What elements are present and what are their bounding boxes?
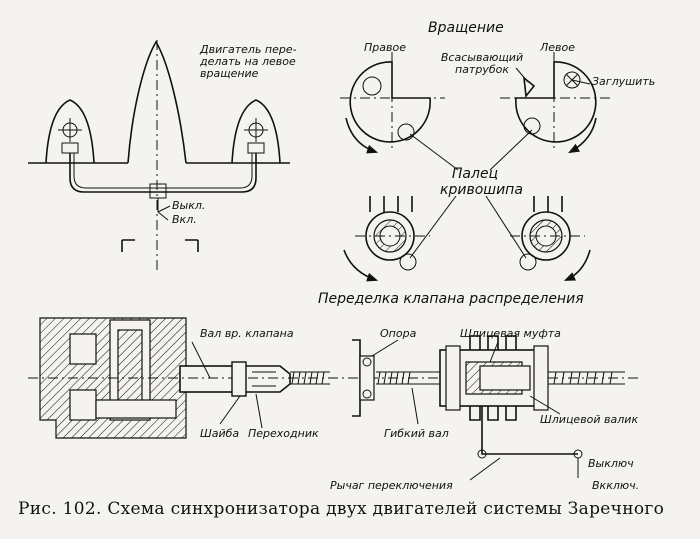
support-label: Опора [380,327,417,340]
valve-shaft-label: Вал вр. клапана [200,327,294,340]
spline-shaft-label: Шлицевой валик [540,413,639,426]
figure-caption: Рис. 102. Схема синхронизатора двух двиг… [18,499,665,519]
rotation-title: Вращение [428,20,504,36]
valve-title: Переделка клапана распределения [318,291,584,307]
left-rotation-label: Левое [540,41,576,54]
off-label: Выкл. [172,199,206,212]
rotation-diagram [340,52,610,171]
crank-pin-label: Палец кривошипа [440,166,523,198]
intake-label: Всасывающий патрубок [440,51,524,76]
crank-details [343,195,591,282]
on-right-label: Вкключ. [592,479,640,492]
off-right-label: Выключ [588,457,634,470]
valve-assembly [28,317,640,481]
plug-label: Заглушить [592,75,656,88]
flex-shaft-label: Гибкий вал [384,427,449,440]
aircraft-front-view [28,40,290,270]
on-label: Вкл. [172,213,197,226]
lever-label: Рычаг переключения [330,479,453,492]
adapter-label: Переходник [248,427,319,440]
engine-note-label: Двигатель пере- делать на левое вращение [200,43,297,80]
washer-label: Шайба [200,427,240,440]
right-rotation-label: Правое [364,41,406,54]
spline-coupling-label: Шлицевая муфта [460,327,561,340]
